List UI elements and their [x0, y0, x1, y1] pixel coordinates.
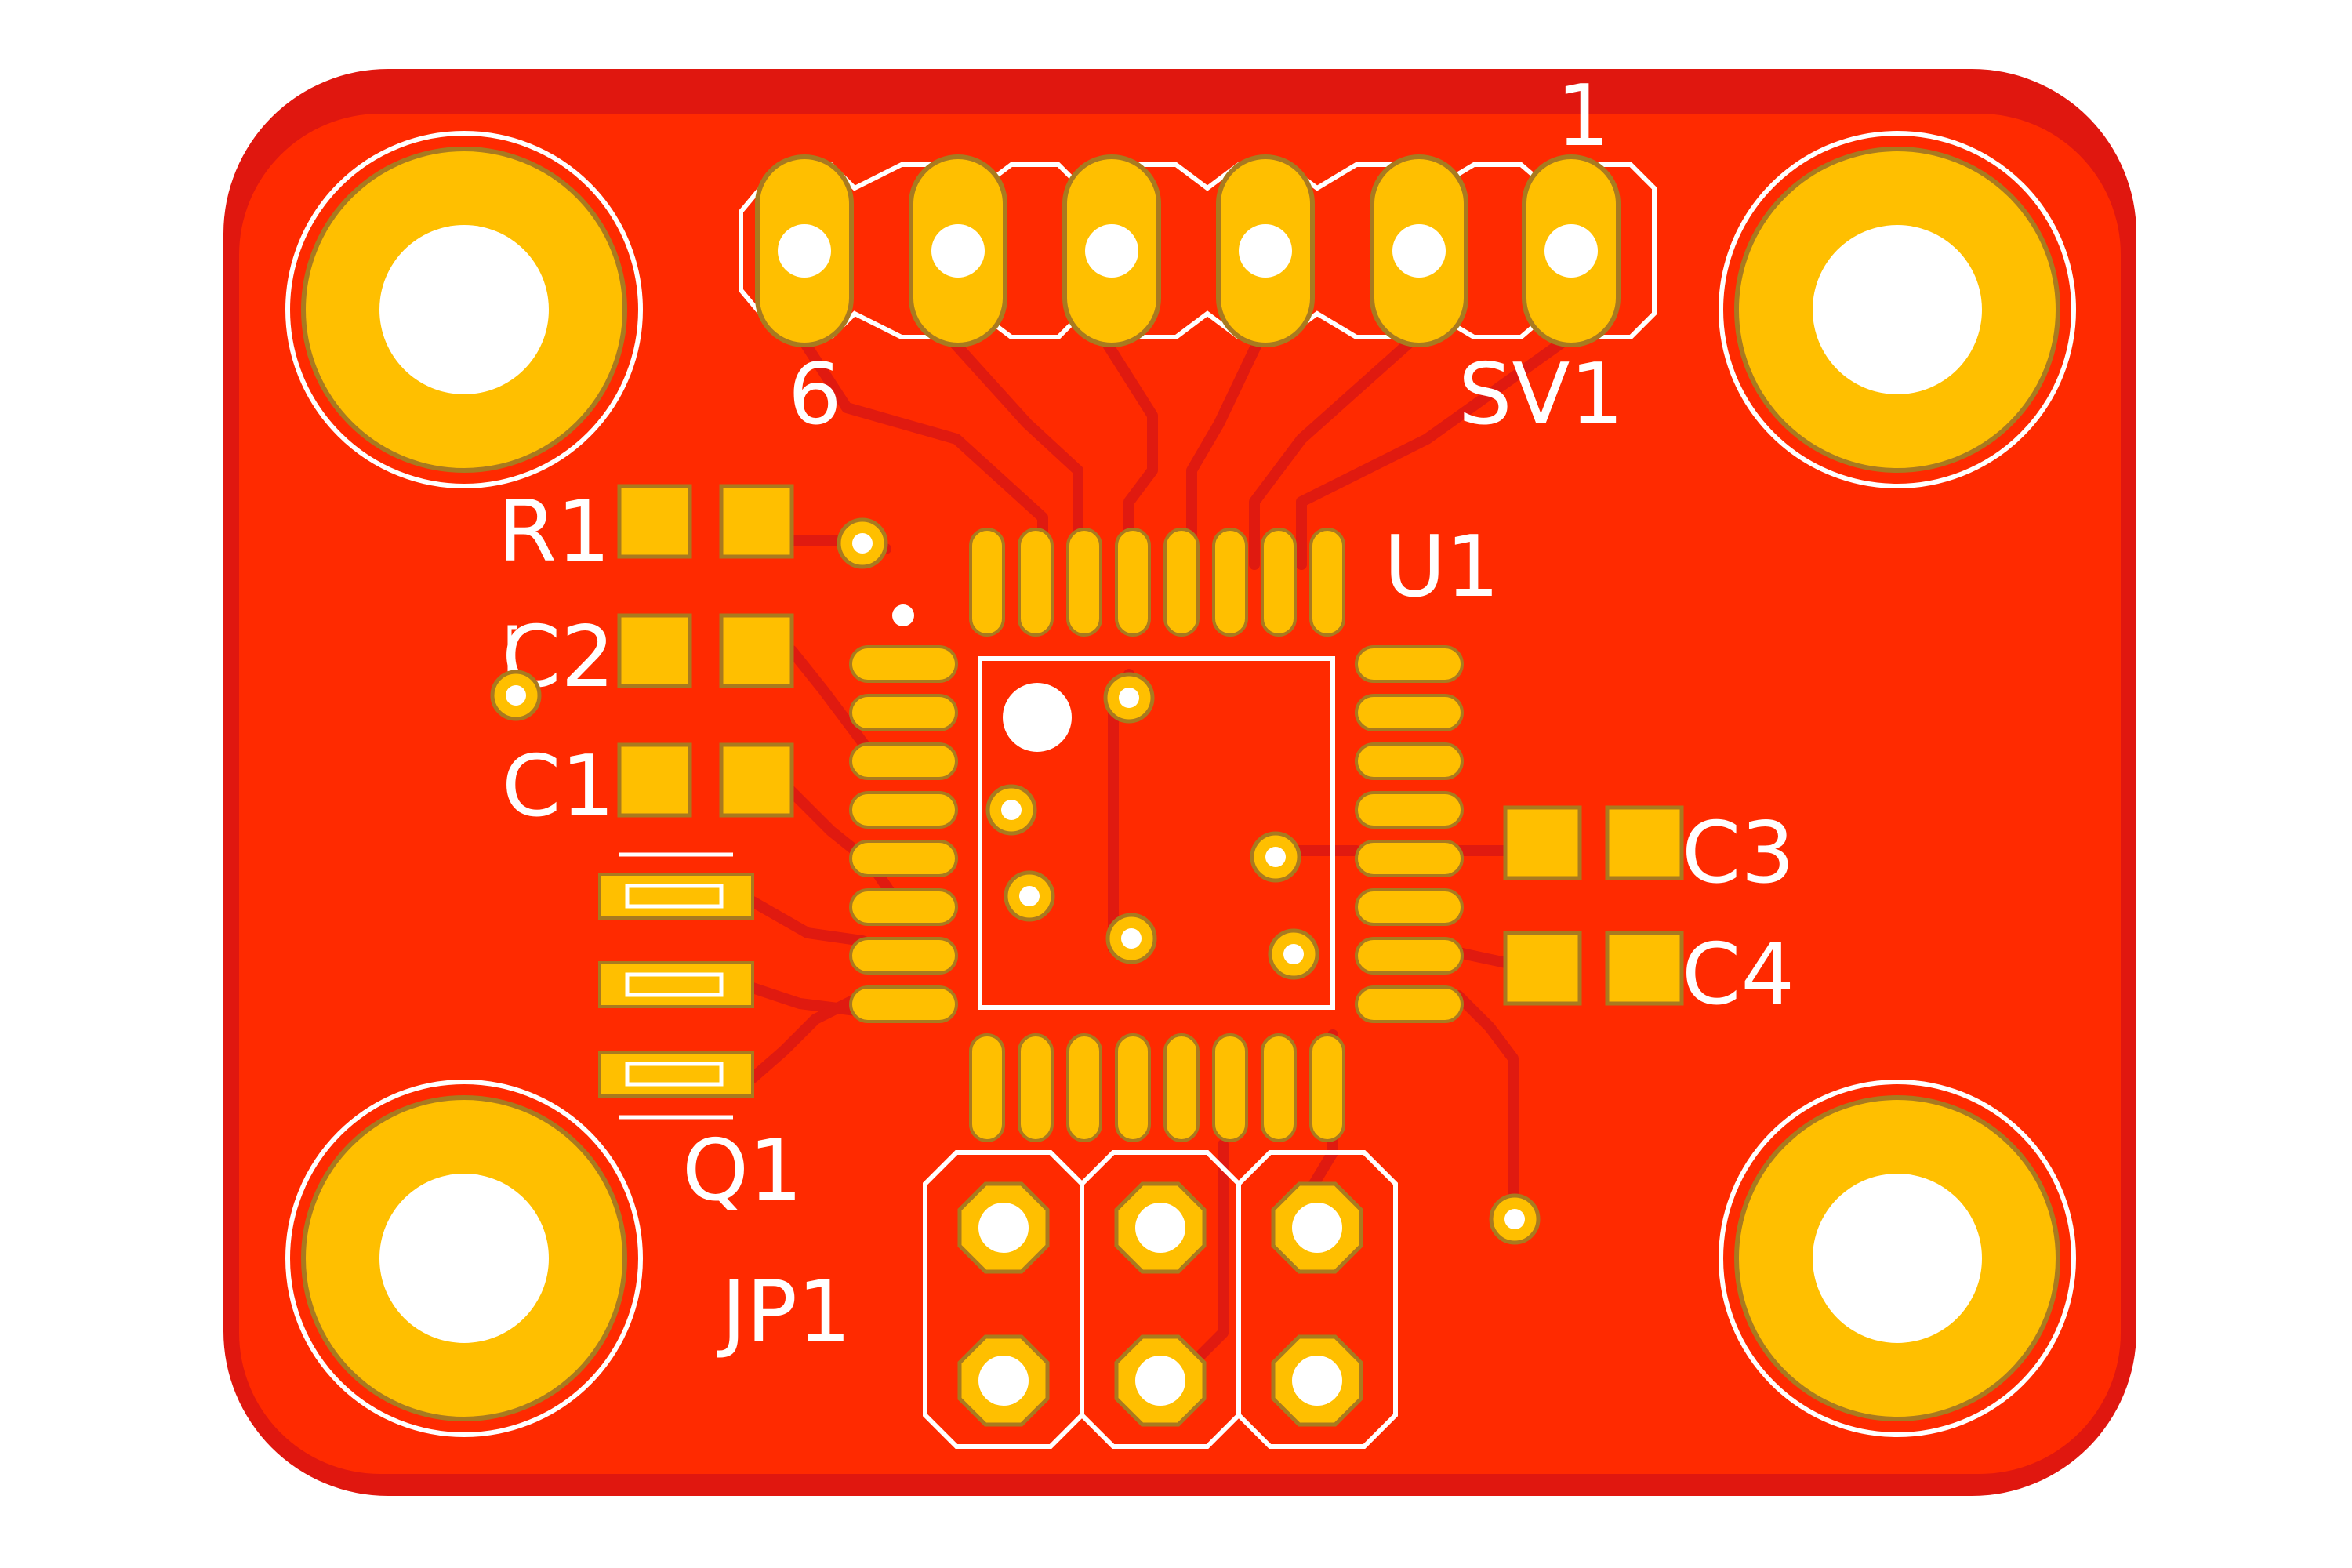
r1-pads — [617, 484, 794, 559]
c1-label: C1 — [502, 738, 615, 836]
header-pin6-label: 6 — [788, 346, 842, 444]
jp1-label: JP1 — [717, 1263, 851, 1361]
u1-top-pins — [969, 528, 1345, 637]
mounting-hole-bottom-left — [285, 1080, 643, 1437]
c1-pads — [617, 742, 794, 818]
header-pin1-label: 1 — [1556, 67, 1610, 165]
via-holes — [506, 533, 1525, 1229]
r1-label: R1 — [498, 483, 611, 581]
c4-pads — [1503, 931, 1684, 1006]
u1-label: U1 — [1384, 518, 1500, 616]
u1-center-hole — [1003, 683, 1072, 752]
q1-label: Q1 — [682, 1122, 803, 1220]
u1-right-pins — [1355, 645, 1464, 1023]
mounting-hole-top-right — [1719, 131, 2076, 488]
jp1-silkscreen — [923, 1150, 1398, 1449]
header-ref-label: SV1 — [1458, 346, 1624, 444]
copper-pour — [239, 114, 2121, 1474]
c2-pads — [617, 613, 794, 688]
u1-left-pins — [849, 645, 958, 1023]
u1-chip — [849, 528, 1464, 1142]
q1-component — [598, 852, 754, 1120]
mounting-hole-bottom-right — [1719, 1080, 2076, 1437]
c3-label: C3 — [1682, 804, 1795, 902]
mounting-hole-top-left — [285, 131, 643, 488]
u1-pin1-marker — [892, 604, 914, 626]
c4-label: C4 — [1682, 926, 1795, 1024]
jp1-holes — [978, 1203, 1342, 1406]
c3-pads — [1503, 805, 1684, 880]
u1-bottom-pins — [969, 1033, 1345, 1142]
